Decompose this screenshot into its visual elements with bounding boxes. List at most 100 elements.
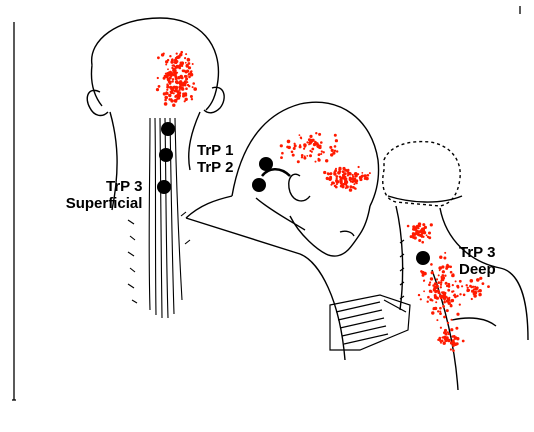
pain-dot [414,236,417,239]
pain-dot [431,271,434,274]
pain-dot [184,100,186,102]
pain-dot [450,341,453,344]
pain-dot [311,148,314,151]
pain-dot [358,166,360,168]
pain-dot [447,322,449,324]
pain-dot [345,181,348,184]
pain-dot [343,175,345,177]
pain-dot [430,277,433,280]
spine-ticks [128,212,190,303]
pain-dot [170,98,172,100]
pain-dot [281,152,284,155]
pain-dot [330,172,333,175]
pain-dot [441,340,444,343]
pain-dot [287,140,291,144]
pain-dot [293,147,296,150]
pain-dot [444,252,446,254]
pain-dot [325,159,328,162]
pain-dot [430,223,433,226]
book [330,295,410,350]
pain-dot [433,307,436,310]
pain-dot [331,149,334,152]
pain-dot [461,285,463,287]
pain-dot [471,298,473,300]
pain-dot [450,271,453,274]
pain-dot [330,153,333,156]
pain-dot [439,294,442,297]
pain-dot [179,89,181,91]
pain-dot [453,290,455,292]
pain-dot [412,233,414,235]
pain-dot [487,285,490,288]
trp3-deep-point [416,251,430,265]
pain-dot [192,63,194,65]
pain-dot [466,284,468,286]
pain-dot [442,336,444,338]
pain-dot [440,286,442,288]
pain-dot [420,235,422,237]
pain-dot [175,77,178,80]
pain-dot [166,89,168,91]
pain-dot [431,311,434,314]
pain-dot [419,225,421,227]
pain-dot [437,310,439,312]
pain-dot [168,94,171,97]
pain-dot [477,287,479,289]
pain-dot [467,287,469,289]
pain-dot [447,289,450,292]
face-profile [290,206,370,256]
pain-dot [407,225,410,228]
pain-dot [157,56,160,59]
pain-dot [185,53,187,55]
pain-dot [176,94,178,96]
pain-dot [353,183,355,185]
pain-dot [437,281,440,284]
pain-dot [423,290,425,292]
pain-dot [426,234,428,236]
pain-dot [474,291,477,294]
pain-dot [427,301,429,303]
pain-dot [158,85,161,88]
pain-dot [446,285,448,287]
pain-dot [177,76,180,79]
pain-dot [439,311,441,313]
pain-dot [164,102,168,106]
pain-dot [348,172,350,174]
pain-dot [171,88,173,90]
pain-dot [303,157,306,160]
pain-dot [410,235,413,238]
pain-dot [364,177,367,180]
pain-dot [440,276,442,278]
pain-dot [428,232,431,235]
pain-dot [422,232,424,234]
pain-dot [352,176,354,178]
pain-dot [451,299,454,302]
pain-dot [470,279,474,283]
label-trp3-superficial-line2: Superficial [56,195,142,212]
pain-dot [342,167,345,170]
label-trp3-superficial-line1: TrP 3 [88,178,142,195]
pain-dot [165,64,167,66]
collar [256,198,305,230]
pain-dot [345,179,347,181]
pain-dot [318,159,321,162]
pain-dot [166,76,168,78]
pain-dot [193,87,197,91]
trp3-superficial-point-upper [161,122,175,136]
pain-dot [300,138,302,140]
pain-dot [347,169,350,172]
pain-dot [323,151,325,153]
pain-dot [171,59,174,62]
pain-dot [327,173,330,176]
pain-dot [463,294,466,297]
trp1-point [259,157,273,171]
pain-dot [306,141,308,143]
pain-dot [444,332,447,335]
pain-dot [444,275,446,277]
pain-dot [349,185,352,188]
pain-dot [166,83,168,85]
pain-dot [187,84,189,86]
pain-dot [335,139,338,142]
pain-dot [182,82,185,85]
